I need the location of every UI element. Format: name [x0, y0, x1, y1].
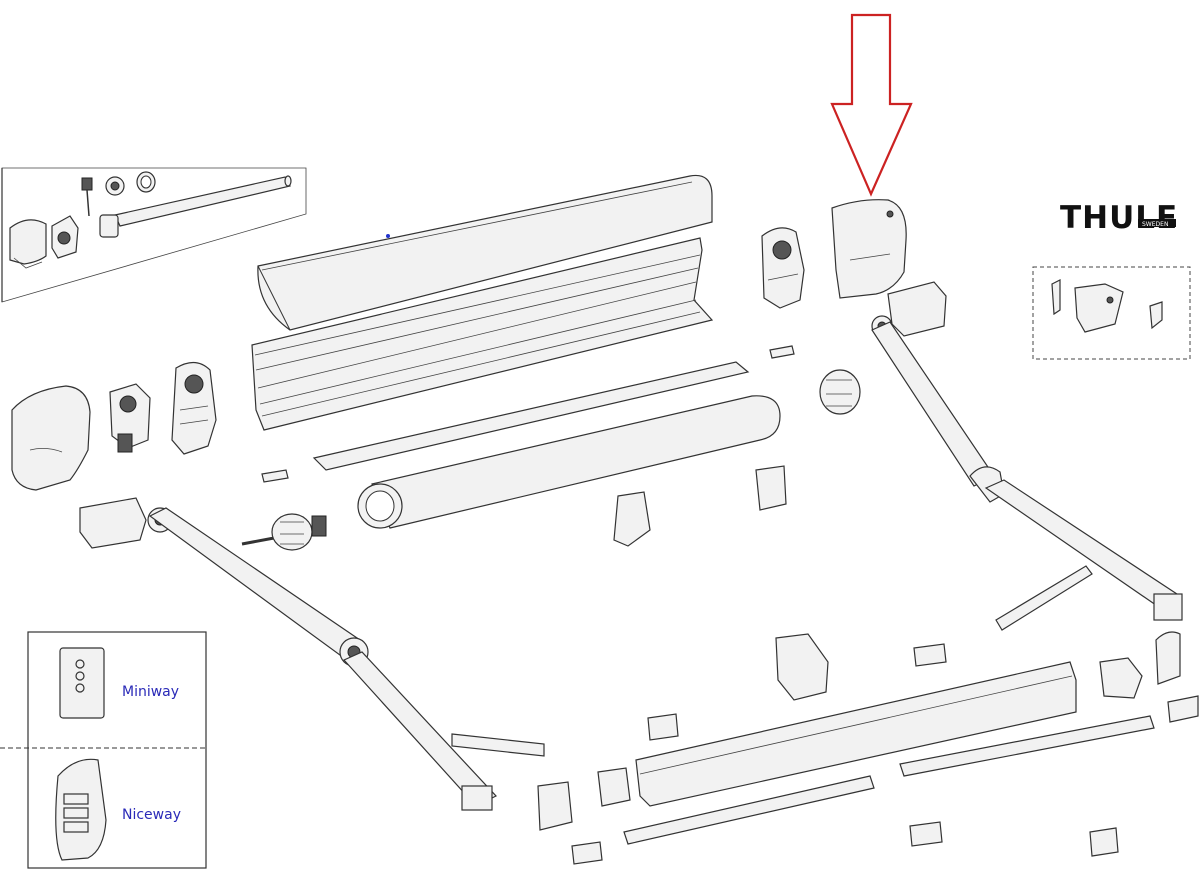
clip-center-right [769, 345, 795, 359]
clip-lower-5 [1089, 827, 1119, 857]
clip-lower-3 [571, 841, 603, 865]
remote-miniway: Miniway [59, 647, 179, 719]
bracket-right-edge [1099, 631, 1181, 699]
arm-left [148, 507, 497, 811]
brand-sub: SWEDEN [1142, 221, 1168, 228]
fabric-strip [312, 361, 750, 471]
inset-bearing [105, 176, 125, 196]
support-strut-left [451, 733, 545, 757]
telescopic-leg-left [623, 775, 875, 845]
cap-lower-left [537, 781, 573, 831]
remote-label-miniway: Miniway [122, 684, 179, 700]
inset-end-cap [9, 219, 47, 269]
telescopic-leg-right [899, 715, 1155, 777]
lead-rail [635, 661, 1077, 807]
remote-label-niceway: Niceway [122, 807, 181, 823]
clip-center-left [261, 469, 289, 483]
clip-lower-1 [913, 643, 947, 667]
fabric-roll [357, 395, 781, 529]
clip-lower-2 [647, 713, 679, 741]
brand-name: THULE [1060, 200, 1178, 236]
inset-spring-pin [81, 177, 93, 217]
end-cap-cover-left [11, 385, 91, 491]
remote-niceway: Niceway [55, 758, 181, 861]
inset-roller-tube [99, 175, 292, 238]
inset-roller-kit [1, 167, 307, 303]
drive-unit-right [819, 369, 861, 415]
front-cover-profile [257, 174, 713, 331]
motor-housing-left [171, 361, 217, 455]
inset-small-parts [1032, 266, 1191, 360]
gear-housing-right [761, 227, 805, 309]
inset-cap-ring [136, 171, 156, 193]
clip-lower-4 [909, 821, 943, 847]
end-cap-cover-right [831, 199, 907, 299]
gear-mechanism-left [109, 383, 151, 453]
arm-bracket-left [79, 497, 173, 549]
bracket-center-1 [613, 491, 651, 547]
bracket-center-2 [755, 465, 787, 511]
bracket-lower-1 [775, 633, 829, 701]
bracket-lower-2 [597, 767, 631, 807]
awning-case-profile [251, 237, 714, 431]
arm-right [871, 321, 1183, 621]
inset-gear-housing [51, 215, 79, 259]
callout-arrow [830, 13, 913, 197]
drive-unit-left [241, 513, 327, 551]
thule-logo: THULE SWEDEN [1060, 200, 1178, 236]
support-strut-right [995, 565, 1093, 631]
clip-right-edge [1167, 695, 1199, 723]
